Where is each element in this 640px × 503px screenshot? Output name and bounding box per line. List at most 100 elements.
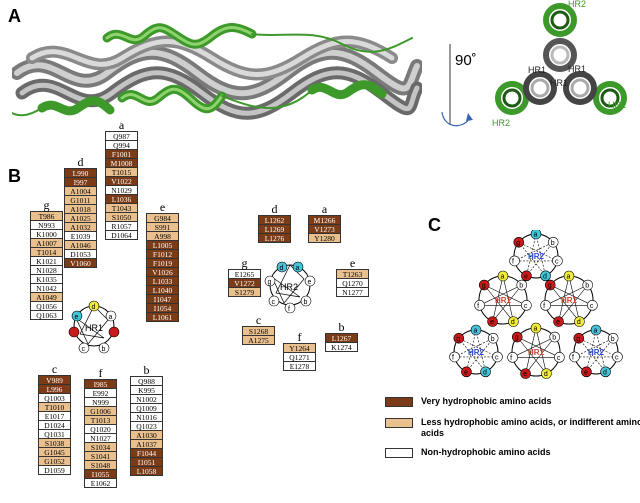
heptad-position-a bbox=[590, 324, 602, 336]
heptad-position-b bbox=[516, 279, 528, 291]
heptad-position-c bbox=[521, 300, 532, 311]
residue-cell: E1278 bbox=[283, 361, 316, 371]
heptad-letter: d bbox=[603, 369, 607, 376]
heptad-position-c bbox=[587, 300, 598, 311]
heptad-letter: d bbox=[577, 319, 581, 326]
legend-label: Very hydrophobic amino acids bbox=[421, 396, 552, 406]
hr2-wheel-e: e bbox=[308, 279, 312, 286]
panel-label-c: C bbox=[428, 215, 441, 235]
heptad-position-c bbox=[492, 351, 503, 363]
heptad-position-e bbox=[581, 366, 592, 378]
heptad-letter: a bbox=[567, 274, 571, 281]
heptad-letter: b bbox=[585, 283, 589, 290]
heptad-letter: f bbox=[512, 258, 514, 265]
legend-label: Non-hydrophobic amino acids bbox=[421, 447, 551, 457]
residue-cell: S1279 bbox=[228, 287, 261, 297]
heptad-letter: e bbox=[524, 273, 528, 280]
hr2-top-label: HR2 bbox=[568, 0, 586, 9]
legend-swatch bbox=[385, 418, 413, 428]
heptad-letter: a bbox=[474, 328, 478, 335]
heptad-letter: f bbox=[452, 354, 454, 361]
column-header: a bbox=[321, 202, 328, 216]
heptad-letter: f bbox=[477, 303, 479, 310]
hr2-right-label: HR2 bbox=[608, 100, 626, 110]
column-header: c bbox=[51, 362, 58, 376]
heptad-letter: a bbox=[594, 328, 598, 335]
hr2-wheel-g: g bbox=[268, 279, 272, 286]
heptad-position-b bbox=[549, 331, 561, 343]
residue-cell: Q1063 bbox=[30, 310, 63, 320]
heptad-letter: a bbox=[534, 326, 538, 333]
hr2-wheel-a: a bbox=[296, 265, 300, 272]
heptad-position-g bbox=[453, 332, 465, 344]
hr2-label: HR2 bbox=[588, 348, 605, 357]
heptad-letter: c bbox=[524, 303, 528, 310]
hr2-wheel-c: c bbox=[272, 299, 276, 306]
heptad-position-f bbox=[540, 300, 551, 311]
hr1-label-2: HR1 bbox=[528, 65, 546, 75]
panel-c-six-helix-bundle: abcdefgHR2abcdefgHR1abcdefgHR1abcdefgHR1… bbox=[449, 230, 623, 379]
heptad-letter: e bbox=[523, 371, 527, 378]
residue-cell: D1059 bbox=[38, 465, 71, 475]
heptad-position-f bbox=[507, 352, 518, 363]
hr1-label: HR1 bbox=[561, 296, 578, 305]
panel-a-side-view bbox=[12, 23, 422, 120]
legend-swatch bbox=[385, 397, 413, 407]
heptad-letter: g bbox=[515, 335, 519, 342]
heptad-position-f bbox=[569, 351, 580, 363]
residue-cell: V1060 bbox=[64, 258, 97, 268]
column-header: a bbox=[118, 118, 125, 132]
heptad-position-d bbox=[508, 316, 519, 327]
hr2-wheel-b: b bbox=[304, 299, 308, 306]
heptad-position-f bbox=[449, 351, 460, 363]
legend-swatch bbox=[385, 448, 413, 458]
heptad-letter: g bbox=[456, 336, 460, 343]
heptad-letter: c bbox=[495, 354, 499, 361]
heptad-letter: g bbox=[482, 283, 486, 290]
heptad-letter: d bbox=[544, 371, 548, 378]
heptad-letter: a bbox=[501, 274, 505, 281]
hr2-wheel-f: f bbox=[288, 306, 290, 313]
heptad-position-g bbox=[513, 236, 525, 248]
hr1-wheel-center: HR1 bbox=[85, 323, 103, 333]
heptad-letter: g bbox=[516, 240, 520, 247]
column-header: f bbox=[297, 330, 302, 344]
hr1-wheel-e: e bbox=[75, 314, 79, 321]
heptad-letter: c bbox=[615, 354, 619, 361]
column-header: e bbox=[159, 200, 166, 214]
residue-cell: L1276 bbox=[258, 233, 291, 243]
heptad-position-e bbox=[553, 316, 564, 327]
heptad-position-d bbox=[600, 366, 611, 378]
heptad-position-a bbox=[530, 322, 542, 334]
heptad-position-g bbox=[573, 332, 585, 344]
hr1-label: HR1 bbox=[528, 348, 545, 357]
residue-cell: K1274 bbox=[325, 342, 358, 352]
heptad-position-e bbox=[461, 366, 472, 378]
column-header: b bbox=[338, 320, 345, 334]
column-header: e bbox=[349, 256, 356, 270]
heptad-position-c bbox=[552, 255, 563, 267]
heptad-position-g bbox=[478, 279, 490, 291]
heptad-letter: g bbox=[576, 336, 580, 343]
hr2-left-label: HR2 bbox=[492, 118, 510, 128]
heptad-position-e bbox=[520, 368, 531, 379]
heptad-position-b bbox=[607, 332, 619, 344]
heptad-letter: d bbox=[483, 369, 487, 376]
legend-label: Less hydrophobic amino acids, or indiffe… bbox=[421, 417, 640, 438]
heptad-letter: a bbox=[534, 232, 538, 239]
heptad-letter: b bbox=[519, 283, 523, 290]
heptad-letter: e bbox=[556, 319, 560, 326]
column-header: d bbox=[77, 155, 84, 169]
hr1-wheel-c: c bbox=[82, 346, 86, 353]
heptad-position-g bbox=[511, 331, 523, 343]
